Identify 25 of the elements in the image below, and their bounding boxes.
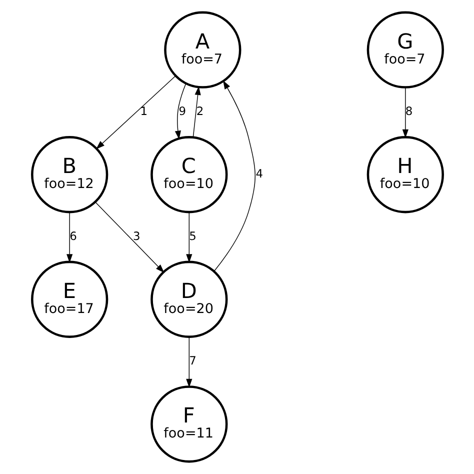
node-circle: E foo=17 [30,260,108,338]
arrow [96,76,176,150]
node-circle: B foo=12 [30,136,108,214]
edge-label: 1 [140,104,148,118]
edge-label: 5 [188,228,196,243]
arrow [94,202,164,273]
node-circle: C foo=10 [150,136,228,214]
arrow [174,83,186,140]
arrow [186,336,192,388]
arrow [192,86,200,138]
node-circle: H foo=10 [366,136,444,214]
node-circle: G foo=7 [366,11,444,88]
arrow [402,87,408,138]
edge-label: 4 [255,166,262,181]
edge-label: 2 [196,104,204,118]
edge-label: 6 [69,228,76,243]
edge-label: 9 [178,104,186,118]
node-circle: D foo=20 [150,260,228,338]
arrow [186,212,192,263]
edge-label: 7 [188,354,196,368]
edge-label: 8 [404,104,412,118]
edge-label: 3 [132,228,140,243]
node-circle: F foo=11 [150,386,228,463]
arrow [66,212,72,263]
arrow [213,80,255,272]
